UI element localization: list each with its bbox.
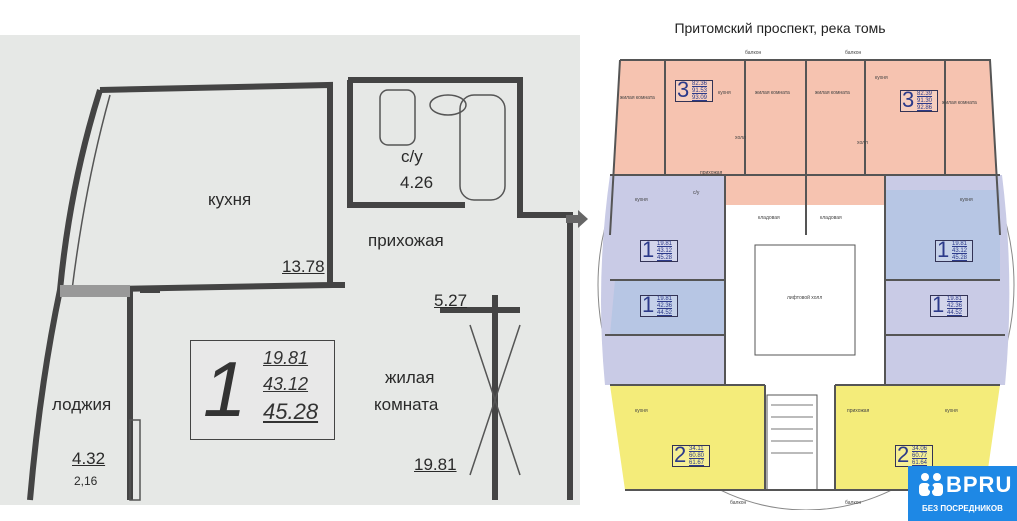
kitchen-label: кухня — [945, 408, 958, 414]
area-living: 19.81 — [657, 296, 673, 302]
kitchen-label: кухня — [635, 408, 648, 414]
floor-plan: балкон балкон кухня кухня жилая комната … — [595, 45, 1017, 511]
room-count: 1 — [203, 345, 247, 433]
area-total: 61.64 — [912, 460, 928, 466]
bathroom-area: 4.26 — [400, 173, 434, 192]
kitchen-label: кухня — [208, 190, 252, 209]
living-label: жилая комната — [942, 100, 977, 106]
area-total: 61.67 — [689, 460, 705, 466]
area-net: 43.12 — [263, 374, 309, 394]
area-net: 42.36 — [947, 303, 963, 309]
people-icon — [919, 473, 943, 496]
plan-walls — [27, 77, 573, 501]
area-living: 34.06 — [912, 446, 928, 452]
living-label: жилая комната — [755, 90, 790, 96]
area-net: 91.30 — [917, 98, 933, 104]
area-living: 82.36 — [692, 81, 708, 87]
room-count: 2 — [897, 442, 910, 467]
living-label: жилая комната — [620, 95, 655, 101]
room-count: 1 — [937, 237, 950, 262]
hall-area: 5.27 — [434, 291, 468, 310]
living-room-label-2: комната — [374, 395, 439, 414]
area-total: 93.09 — [692, 95, 708, 101]
hall-label: прихожая — [847, 408, 870, 414]
area-net: 91.53 — [692, 88, 708, 94]
kitchen-label: кухня — [875, 75, 888, 81]
bathroom-label: с/у — [401, 147, 423, 166]
area-living: 19.81 — [952, 241, 968, 247]
room-count: 2 — [674, 442, 687, 467]
corridor-label: холл — [857, 140, 868, 146]
storage-label: кладовая — [820, 215, 842, 221]
area-total: 92.86 — [917, 105, 933, 111]
corridor-label: холл — [735, 135, 746, 141]
area-total: 45.28 — [952, 255, 968, 261]
floor-title: Притомский проспект, река томь — [674, 20, 886, 36]
kitchen-label: кухня — [718, 90, 731, 96]
room-count: 3 — [902, 87, 915, 112]
area-net: 43.12 — [657, 248, 673, 254]
apartment-summary-box: 1 19.81 43.12 45.28 — [190, 340, 335, 440]
storage-label: кладовая — [758, 215, 780, 221]
area-total: 44.52 — [947, 310, 963, 316]
living-room-label: жилая — [385, 368, 435, 387]
living-room-area: 19.81 — [414, 455, 457, 474]
lift-hall-label: лифтовой холл — [787, 295, 823, 301]
area-net: 42.36 — [657, 303, 673, 309]
loggia-area: 4.32 — [72, 449, 106, 468]
area-living: 34.11 — [689, 446, 704, 452]
living-total: 19.81 — [263, 348, 309, 368]
kitchen-area: 13.78 — [282, 257, 325, 276]
balcony-label: балкон — [845, 50, 862, 56]
living-label: жилая комната — [815, 90, 850, 96]
area-net: 60.80 — [689, 453, 705, 459]
area-living: 19.81 — [947, 296, 963, 302]
logo-tagline: БЕЗ ПОСРЕДНИКОВ — [922, 504, 1003, 513]
area-living: 19.81 — [657, 241, 673, 247]
hall-label: прихожая — [700, 170, 723, 176]
area-net: 43.12 — [952, 248, 968, 254]
balcony-label: балкон — [845, 500, 862, 506]
area-net: 60.77 — [912, 453, 928, 459]
bath-label: с/у — [693, 190, 700, 196]
logo-brand: BPRU — [946, 472, 1013, 497]
area-total: 45.28 — [657, 255, 673, 261]
room-count: 1 — [932, 292, 945, 317]
room-count: 1 — [642, 292, 655, 317]
loggia-label: лоджия — [52, 395, 112, 414]
arrow-right-icon — [566, 210, 588, 228]
room-count: 1 — [642, 237, 655, 262]
kitchen-label: кухня — [960, 197, 973, 203]
room-count: 3 — [677, 77, 690, 102]
area-living: 82.39 — [917, 91, 933, 97]
balcony-label: балкон — [730, 500, 747, 506]
area-total: 45.28 — [263, 399, 319, 424]
apartment-floor-plan: кухня 13.78 с/у 4.26 прихожая 5.27 жилая… — [0, 35, 580, 505]
loggia-area-reduced: 2,16 — [74, 474, 98, 488]
area-total: 44.52 — [657, 310, 673, 316]
hall-label: прихожая — [368, 231, 444, 250]
kitchen-label: кухня — [635, 197, 648, 203]
floor-walls — [597, 59, 1015, 511]
balcony-label: балкон — [745, 50, 762, 56]
bpru-logo[interactable]: BPRU БЕЗ ПОСРЕДНИКОВ — [908, 466, 1017, 521]
